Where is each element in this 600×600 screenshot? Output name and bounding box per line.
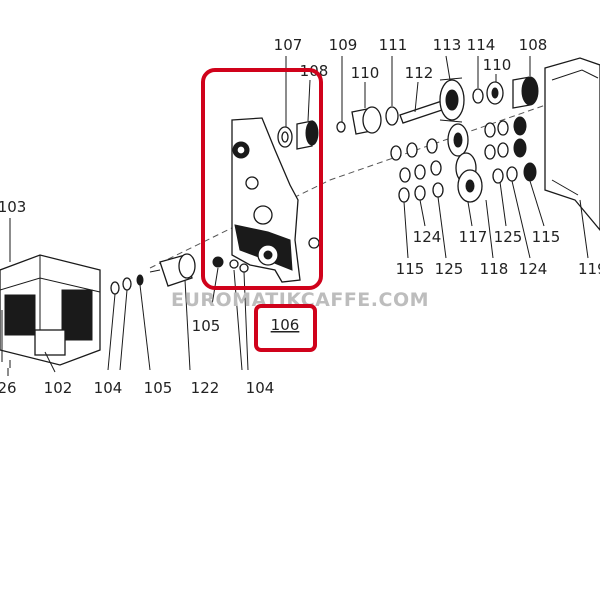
leader-118 — [485, 199, 494, 259]
part-114-110-108 — [472, 76, 539, 109]
label-103: 103 — [0, 198, 26, 216]
leader-113 — [445, 55, 451, 81]
part-102-brew-block — [0, 254, 101, 368]
leader-124b — [511, 180, 531, 259]
label-124: 124 — [519, 260, 548, 278]
label-26: 26 — [0, 379, 17, 397]
label-111: 111 — [379, 36, 408, 54]
label-106: 106 — [271, 316, 300, 334]
label-102: 102 — [44, 379, 73, 397]
label-107: 107 — [274, 36, 303, 54]
leader-125a — [437, 196, 447, 259]
leader-102 — [44, 351, 56, 373]
leader-112 — [414, 81, 419, 113]
part-105-104-small — [212, 256, 249, 273]
part-104-washers — [110, 274, 144, 295]
label-108: 108 — [519, 36, 548, 54]
label-117: 117 — [459, 228, 488, 246]
leader-119 — [579, 199, 589, 259]
leader-115b — [529, 180, 545, 227]
part-107-108-109 — [277, 120, 346, 150]
leader-124a — [419, 199, 426, 227]
leader-125b — [499, 181, 507, 227]
leader-117 — [467, 201, 473, 227]
leader-108a — [307, 79, 311, 122]
leader-104a — [107, 289, 128, 371]
watermark: EUROMATIKCAFFE.COM — [171, 289, 429, 311]
label-109: 109 — [329, 36, 358, 54]
leader-122 — [184, 279, 191, 371]
label-104: 104 — [246, 379, 275, 397]
label-105: 105 — [192, 317, 221, 335]
part-106-frame — [231, 117, 320, 283]
label-112: 112 — [405, 64, 434, 82]
part-110-111 — [351, 106, 399, 135]
part-gear-cluster — [390, 116, 537, 203]
part-112-113-shaft-gear — [399, 77, 465, 124]
label-104: 104 — [94, 379, 123, 397]
assembly-axis — [149, 99, 561, 269]
part-119-cover — [544, 57, 600, 232]
label-110: 110 — [351, 64, 380, 82]
label-119: 119 — [578, 260, 600, 278]
part-122-motor — [149, 253, 196, 287]
label-105: 105 — [144, 379, 173, 397]
label-125: 125 — [435, 260, 464, 278]
highlight-frame-box — [201, 68, 323, 290]
label-118: 118 — [480, 260, 509, 278]
label-115: 115 — [532, 228, 561, 246]
leader-105a — [139, 284, 151, 371]
label-110: 110 — [483, 56, 512, 74]
label-122: 122 — [191, 379, 220, 397]
label-114: 114 — [467, 36, 496, 54]
leader-104b — [233, 269, 249, 371]
highlight-label-box — [254, 304, 317, 352]
label-124: 124 — [413, 228, 442, 246]
label-125: 125 — [494, 228, 523, 246]
leader-115a — [403, 201, 409, 259]
label-113: 113 — [433, 36, 462, 54]
label-115: 115 — [396, 260, 425, 278]
